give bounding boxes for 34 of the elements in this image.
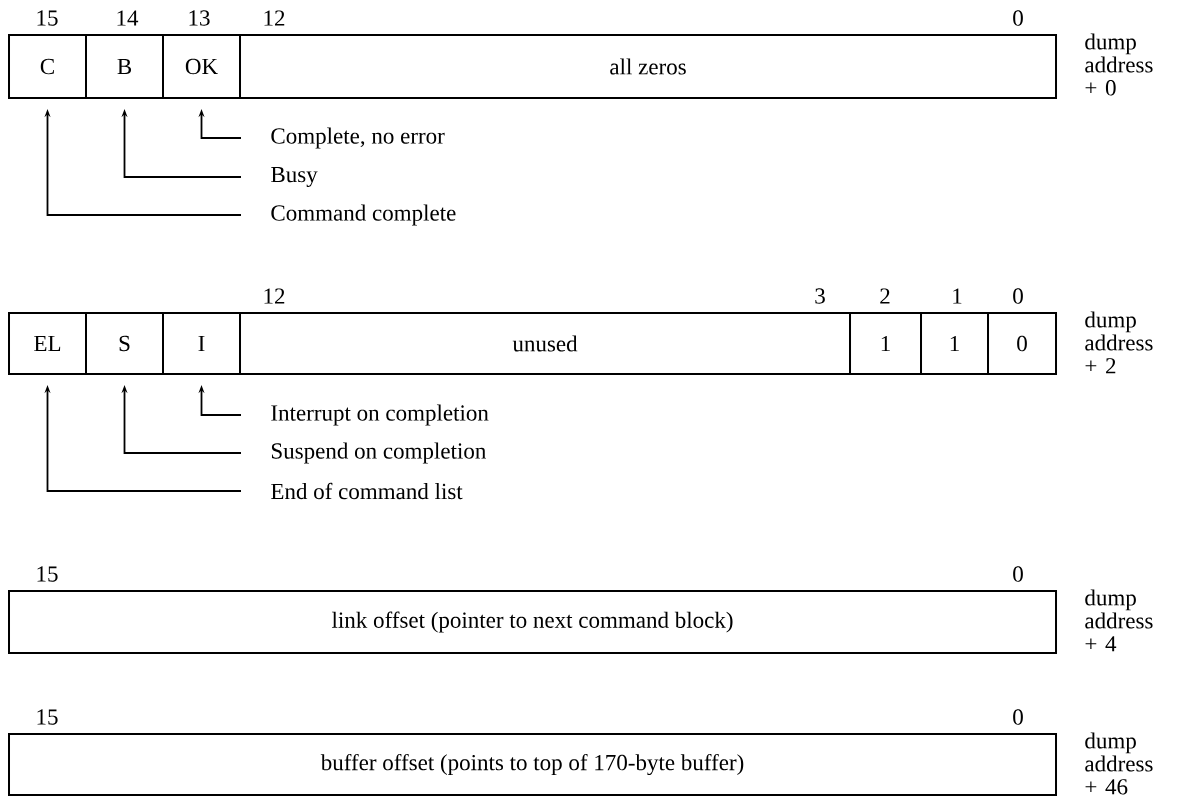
- bit-number: 12: [264, 288, 285, 304]
- address-label: dump address + 46: [1085, 732, 1153, 795]
- field-description: Complete, no error: [271, 127, 445, 149]
- bit-cell: OK: [162, 34, 241, 99]
- address-label: dump address + 0: [1085, 33, 1153, 96]
- address-label: dump address + 4: [1085, 589, 1153, 652]
- field-description: Command complete: [271, 204, 456, 226]
- bit-cell: 0: [987, 312, 1057, 375]
- register-field: link offset (pointer to next command block): [8, 590, 1057, 654]
- field-description: End of command list: [271, 482, 463, 500]
- bit-number: 3: [815, 288, 825, 304]
- register-field: buffer offset (points to top of 170-byte buffer): [8, 733, 1057, 796]
- bit-cell: B: [85, 34, 164, 99]
- bit-number: 14: [117, 10, 139, 26]
- field-description: Busy: [271, 167, 318, 187]
- bit-number: 2: [880, 288, 890, 304]
- bit-cell: I: [162, 312, 241, 375]
- field-description: Interrupt on completion: [271, 404, 489, 426]
- bit-number: 0: [1013, 709, 1023, 725]
- bit-number: 1: [953, 288, 962, 304]
- field-description: Suspend on completion: [271, 442, 486, 464]
- bit-number: 15: [37, 709, 58, 725]
- bit-cell: 1: [849, 312, 922, 375]
- bit-cell: 1: [920, 312, 989, 375]
- bit-number: 13: [189, 10, 210, 26]
- register-field: unused: [239, 312, 851, 375]
- bit-number: 12: [264, 10, 285, 26]
- address-label: dump address + 2: [1085, 311, 1153, 374]
- bit-cell: C: [8, 34, 87, 99]
- register-field: all zeros: [239, 34, 1057, 99]
- bit-cell: S: [85, 312, 164, 375]
- bit-number: 15: [37, 10, 58, 26]
- bit-cell: EL: [8, 312, 87, 375]
- bit-number: 0: [1013, 288, 1023, 304]
